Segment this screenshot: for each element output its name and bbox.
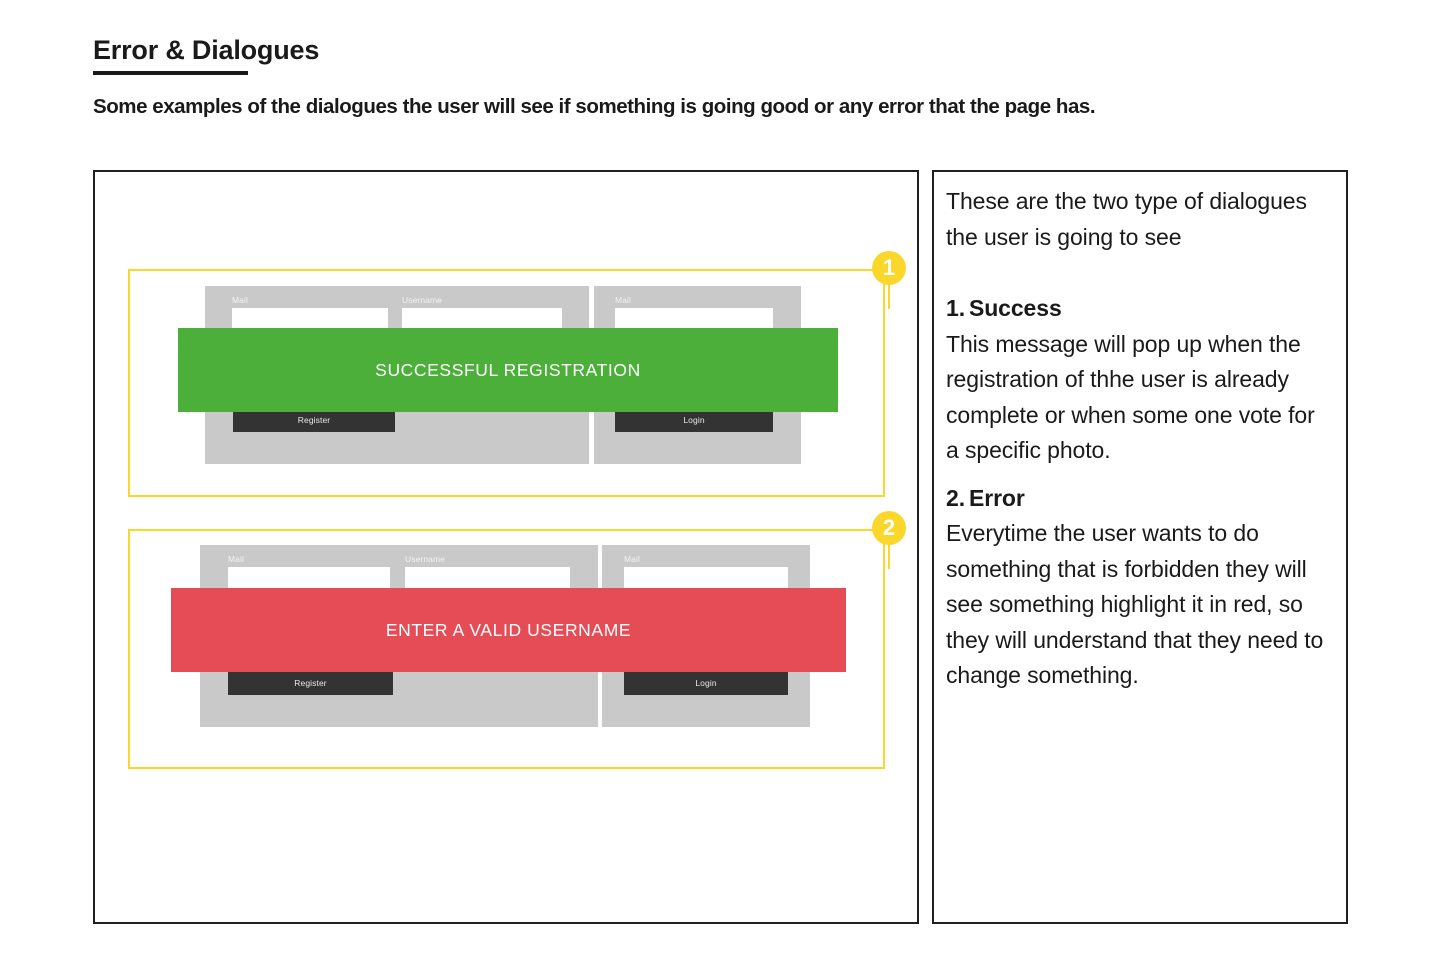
callout-stem-1	[888, 283, 890, 309]
register-button[interactable]: Register	[228, 671, 393, 695]
login-mail-field-label: Mail	[615, 295, 631, 305]
mail-field-group: Mail	[228, 554, 390, 591]
login-mail-field-group: Mail	[615, 295, 773, 332]
success-banner: SUCCESSFUL REGISTRATION	[178, 328, 838, 412]
username-field-group: Username	[405, 554, 570, 591]
page-subtitle: Some examples of the dialogues the user …	[93, 95, 1096, 118]
login-button[interactable]: Login	[615, 408, 773, 432]
login-mail-field-label: Mail	[624, 554, 640, 564]
login-mail-input[interactable]	[624, 567, 788, 591]
username-input[interactable]	[405, 567, 570, 591]
callout-stem-2	[888, 543, 890, 569]
mail-input[interactable]	[228, 567, 390, 591]
callout-badge-1: 1	[872, 251, 906, 285]
mail-field-label: Mail	[228, 554, 244, 564]
error-banner: ENTER A VALID USERNAME	[171, 588, 846, 672]
note-1-title: Success	[968, 295, 1062, 321]
notes-gap	[946, 255, 1332, 291]
login-button[interactable]: Login	[624, 671, 788, 695]
note-2-body: Everytime the user wants to do something…	[946, 520, 1324, 688]
login-mail-field-group: Mail	[624, 554, 788, 591]
page-title: Error & Dialogues	[93, 35, 320, 65]
notes-intro: These are the two type of dialogues the …	[946, 188, 1307, 250]
note-1-body: This message will pop up when the regist…	[946, 330, 1315, 464]
notes-panel: These are the two type of dialogues the …	[932, 170, 1348, 924]
callout-frame-2	[128, 529, 885, 769]
note-1-heading: 1.Success	[946, 291, 1332, 327]
mail-field-group: Mail	[232, 295, 388, 332]
title-underline	[93, 71, 248, 75]
note-2-number: 2.	[946, 484, 965, 511]
register-button[interactable]: Register	[233, 408, 395, 432]
note-1-number: 1.	[946, 295, 965, 321]
callout-badge-2: 2	[872, 511, 906, 545]
username-field-label: Username	[402, 295, 443, 305]
username-field-label: Username	[405, 554, 446, 564]
callout-frame-1	[128, 269, 885, 497]
username-field-group: Username	[402, 295, 562, 332]
note-2-heading: 2.Error	[946, 481, 1332, 517]
mail-field-label: Mail	[232, 295, 248, 305]
notes-spacer	[946, 469, 1332, 481]
note-2-title: Error	[968, 484, 1025, 511]
